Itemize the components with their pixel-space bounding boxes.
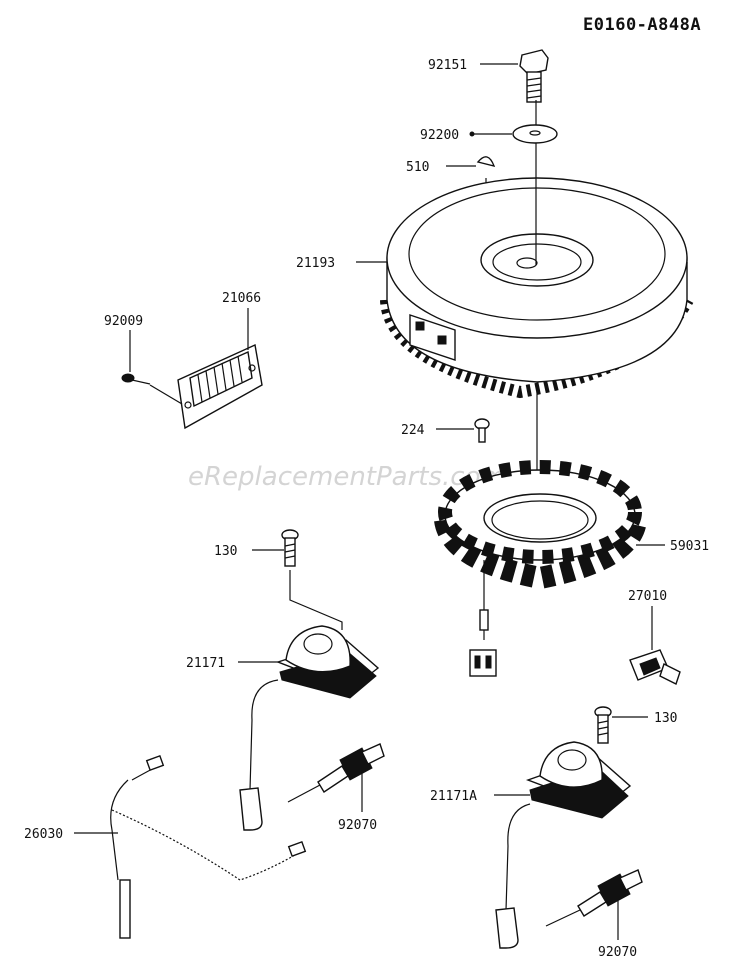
bolt-92151 (519, 49, 549, 103)
callout-224[interactable]: 224 (401, 423, 425, 438)
callout-510[interactable]: 510 (406, 160, 429, 175)
screw-224 (474, 418, 490, 443)
callout-21171A[interactable]: 21171A (430, 789, 477, 804)
stator-connector (469, 560, 497, 677)
screw-92009 (121, 373, 151, 385)
flywheel-21193 (380, 177, 694, 399)
screw-130-left (281, 529, 299, 567)
callout-130-right[interactable]: 130 (654, 711, 677, 726)
key-510 (476, 156, 496, 168)
callout-92070-lower[interactable]: 92070 (598, 945, 637, 960)
screw-guide-line (149, 384, 183, 405)
wire-harness-26030 (110, 755, 307, 939)
callout-27010[interactable]: 27010 (628, 589, 667, 604)
guide-130-left (289, 570, 343, 630)
callout-21171[interactable]: 21171 (186, 656, 225, 671)
callout-92151[interactable]: 92151 (428, 58, 467, 73)
spark-plug-92070-lower (577, 869, 643, 917)
plug-guide-upper (287, 784, 321, 803)
callout-21066[interactable]: 21066 (222, 291, 261, 306)
callout-21193[interactable]: 21193 (296, 256, 335, 271)
washer-92200 (512, 124, 558, 144)
callout-26030[interactable]: 26030 (24, 827, 63, 842)
diagram-code: E0160-A848A (583, 15, 701, 35)
regulator-21066 (177, 343, 263, 430)
callout-92009[interactable]: 92009 (104, 314, 143, 329)
callout-130-left[interactable]: 130 (214, 544, 237, 559)
oil-switch-27010 (629, 649, 681, 685)
watermark: eReplacementParts.com (188, 462, 506, 492)
spark-plug-92070-upper (317, 743, 385, 793)
ignition-coil-21171 (239, 625, 380, 831)
plug-guide-lower (545, 909, 581, 927)
screw-130-right (594, 706, 612, 744)
callout-92070-upper[interactable]: 92070 (338, 818, 377, 833)
callout-59031[interactable]: 59031 (670, 539, 709, 554)
callout-92200[interactable]: 92200 (420, 128, 459, 143)
stator-59031 (434, 460, 647, 590)
ignition-coil-21171A (495, 741, 632, 949)
leader-dot (469, 131, 475, 137)
